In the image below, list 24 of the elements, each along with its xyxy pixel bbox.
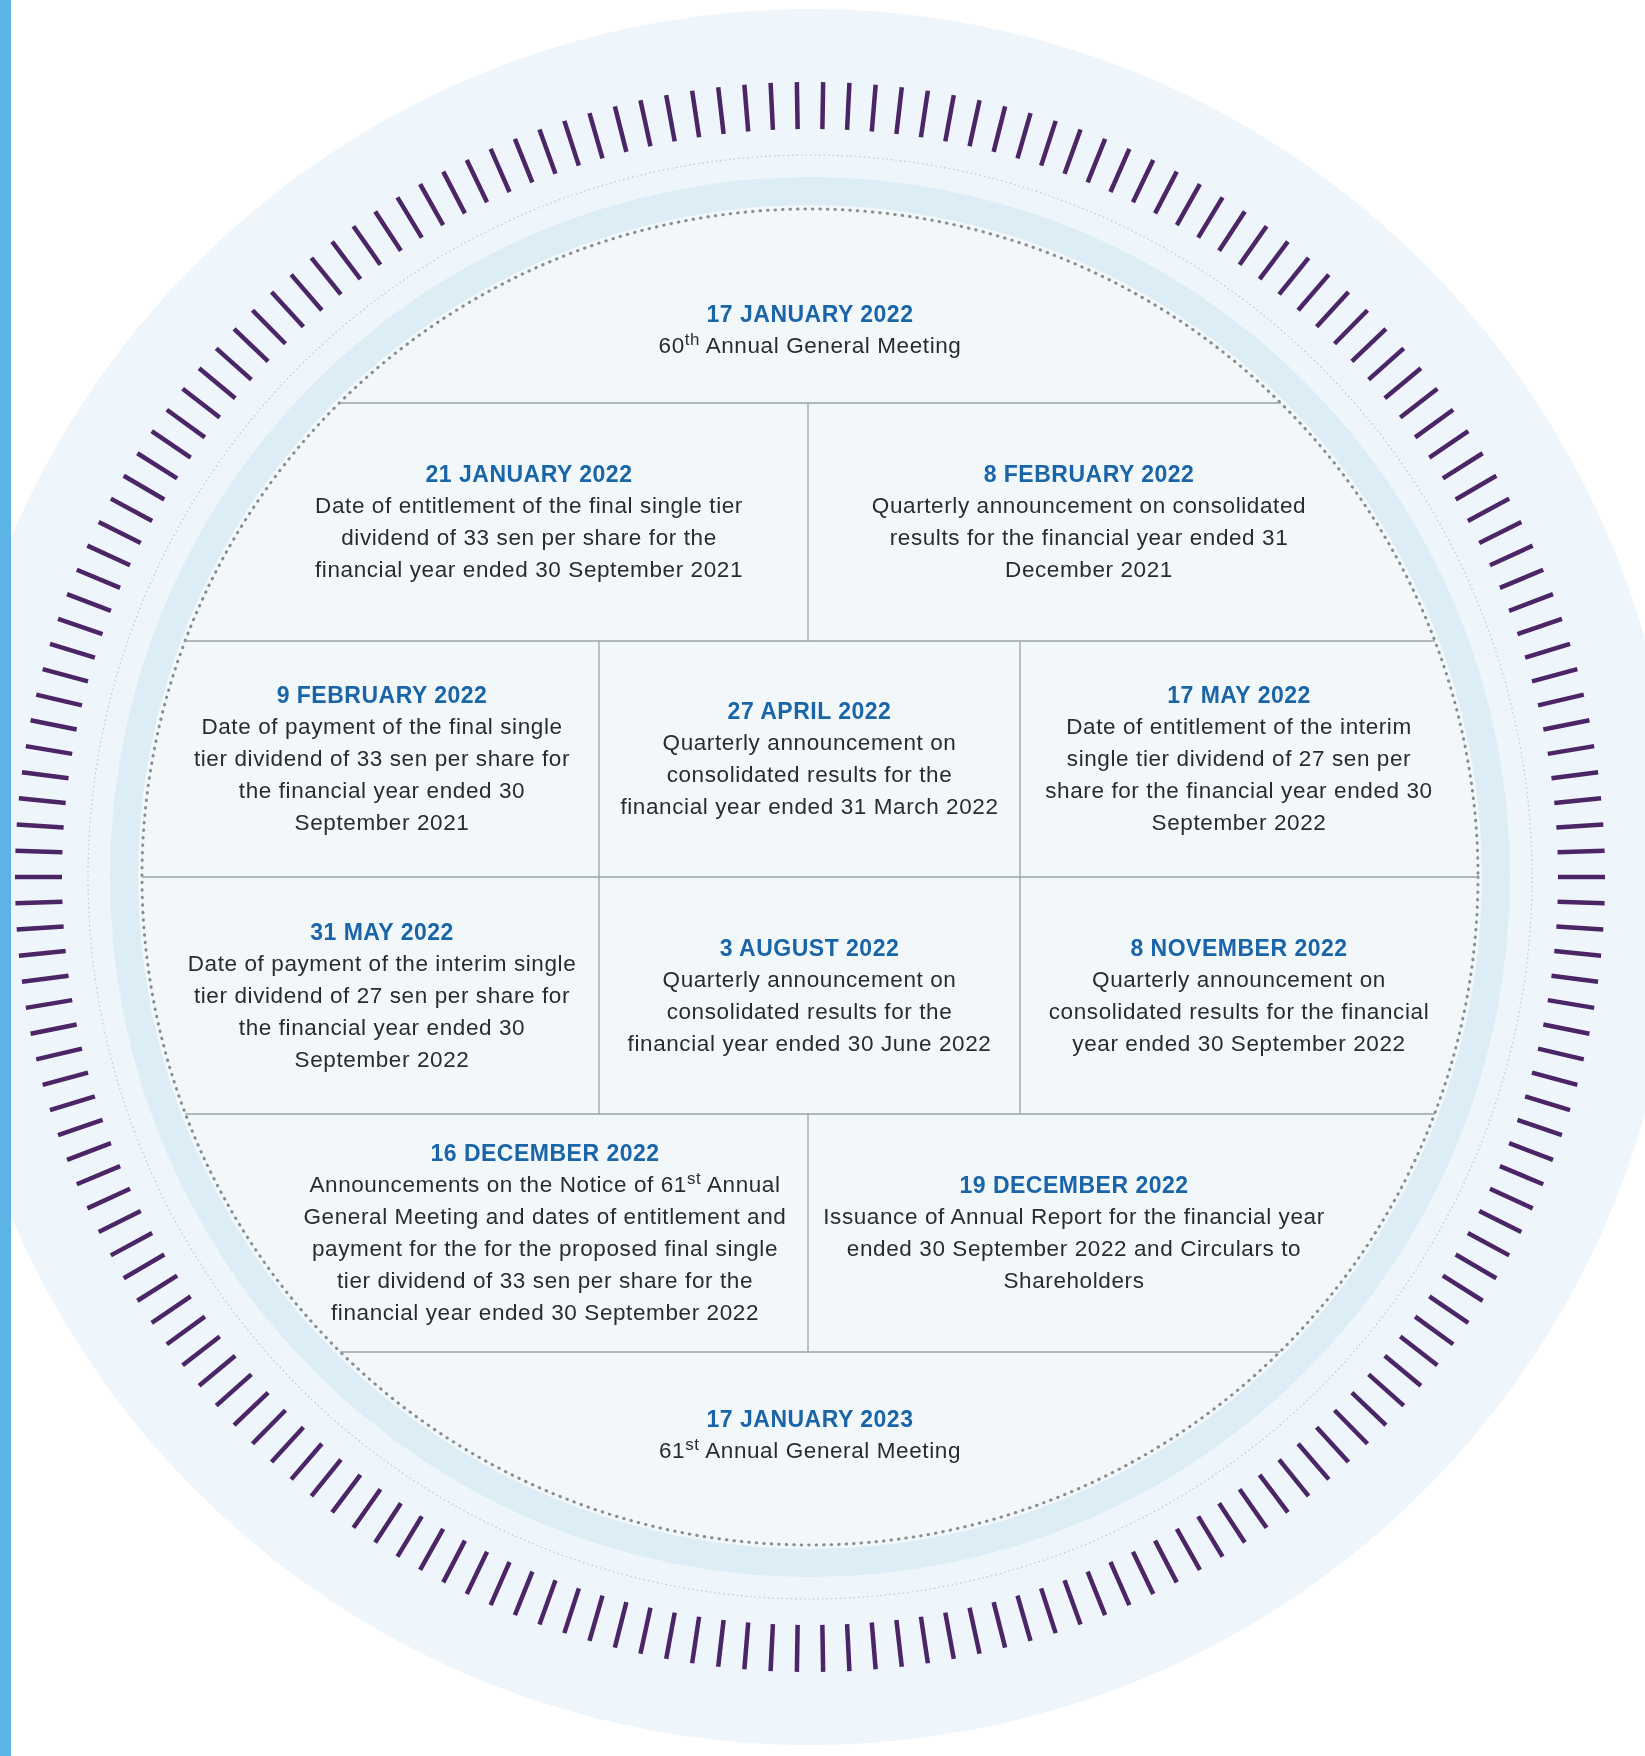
date-heading: 19 DECEMBER 2022 <box>959 1171 1189 1200</box>
date-heading: 8 NOVEMBER 2022 <box>1130 933 1348 963</box>
event-description: Issuance of Annual Report for the financial year ended 30 September 2022 and Circulars to Shareholders <box>822 1203 1326 1295</box>
date-heading: 21 JANUARY 2022 <box>425 460 633 489</box>
event-description: Quarterly announcement on consolidated results for the financial year ended 31 December 2021 <box>870 492 1308 584</box>
event-description: Date of entitlement of the interim single tier dividend of 27 sen per share for the financial year ended 30 September 2022 <box>1044 713 1434 837</box>
date-heading: 8 FEBRUARY 2022 <box>983 460 1195 489</box>
event-description: 60$^{th}$ Annual General Meeting <box>658 330 962 360</box>
date-heading: 27 APRIL 2022 <box>727 697 892 726</box>
date-heading: 9 FEBRUARY 2022 <box>276 681 488 710</box>
date-heading: 3 AUGUST 2022 <box>719 933 900 963</box>
event-description: Quarterly announcement on consolidated results for the financial year ended 30 June 2022 <box>626 965 993 1058</box>
event-description: Date of entitlement of the final single tier dividend of 33 sen per share for the financial year ended 30 September 2021 <box>313 492 745 584</box>
date-heading: 17 JANUARY 2022 <box>706 300 914 329</box>
event-description: Quarterly announcement on consolidated results for the financial year ended 31 March 2022 <box>619 729 1000 821</box>
event-description: Announcements on the Notice of 61$^{st}$ Annual General Meeting and dates of entitlement and payment for the for the proposed final single tier dividend of 33 sen per share for the financial year ended 30 September 2022 <box>302 1169 788 1327</box>
date-heading: 16 DECEMBER 2022 <box>430 1139 660 1168</box>
date-heading: 31 MAY 2022 <box>310 917 454 947</box>
date-heading: 17 JANUARY 2023 <box>706 1405 914 1434</box>
date-heading: 17 MAY 2022 <box>1167 681 1311 710</box>
event-description: Date of payment of the final single tier dividend of 33 sen per share for the financial year ended 30 September 2021 <box>192 713 572 837</box>
event-description: Date of payment of the interim single tier dividend of 27 sen per share for the financial year ended 30 September 2022 <box>186 949 578 1074</box>
event-description: Quarterly announcement on consolidated results for the financial year ended 30 September 2022 <box>1047 965 1431 1058</box>
event-description: 61$^{st}$ Annual General Meeting <box>659 1435 961 1465</box>
